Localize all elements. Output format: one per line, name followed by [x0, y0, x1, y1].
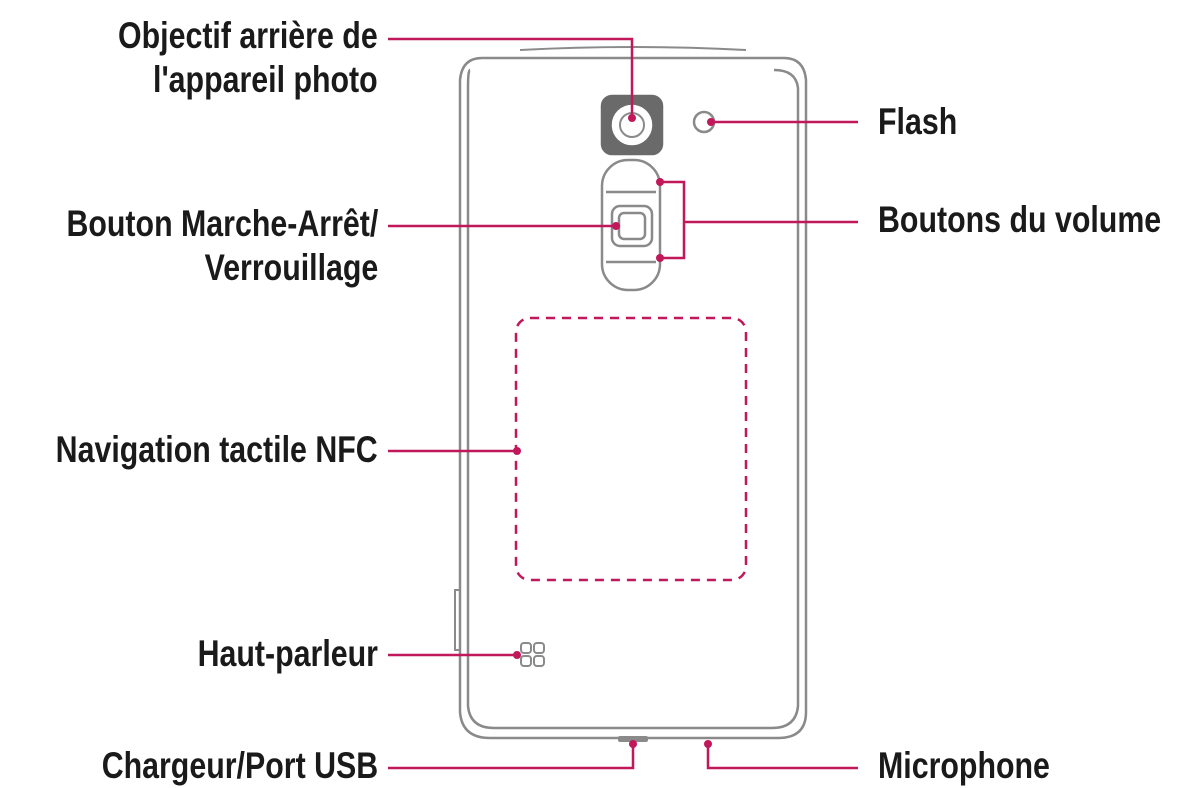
label-nfc-text: Navigation tactile NFC	[55, 429, 378, 470]
label-speaker: Haut-parleur	[198, 632, 378, 676]
label-flash-text: Flash	[878, 101, 958, 142]
side-key	[454, 589, 461, 651]
label-power-lock-line1: Bouton Marche-Arrêt/	[66, 203, 378, 244]
label-rear-camera-line1: Objectif arrière de	[118, 15, 378, 56]
leader-dots	[513, 114, 715, 748]
label-rear-camera-line2: l'appareil photo	[153, 59, 378, 100]
label-charger-usb-text: Chargeur/Port USB	[101, 745, 378, 786]
nfc-area	[514, 316, 748, 582]
speaker-grille	[520, 642, 545, 667]
label-flash: Flash	[878, 100, 957, 144]
label-rear-camera: Objectif arrière de l'appareil photo	[118, 14, 378, 102]
label-power-lock-line2: Verrouillage	[204, 247, 378, 288]
leader-lines	[388, 37, 858, 770]
label-power-lock: Bouton Marche-Arrêt/ Verrouillage	[66, 202, 378, 290]
label-volume-buttons: Boutons du volume	[878, 198, 1161, 242]
label-nfc: Navigation tactile NFC	[56, 428, 378, 472]
label-speaker-text: Haut-parleur	[197, 633, 378, 674]
label-volume-buttons-text: Boutons du volume	[878, 199, 1162, 240]
usb-port	[618, 736, 648, 742]
label-microphone-text: Microphone	[878, 745, 1050, 786]
label-charger-usb: Chargeur/Port USB	[102, 744, 378, 788]
label-microphone: Microphone	[878, 744, 1050, 788]
